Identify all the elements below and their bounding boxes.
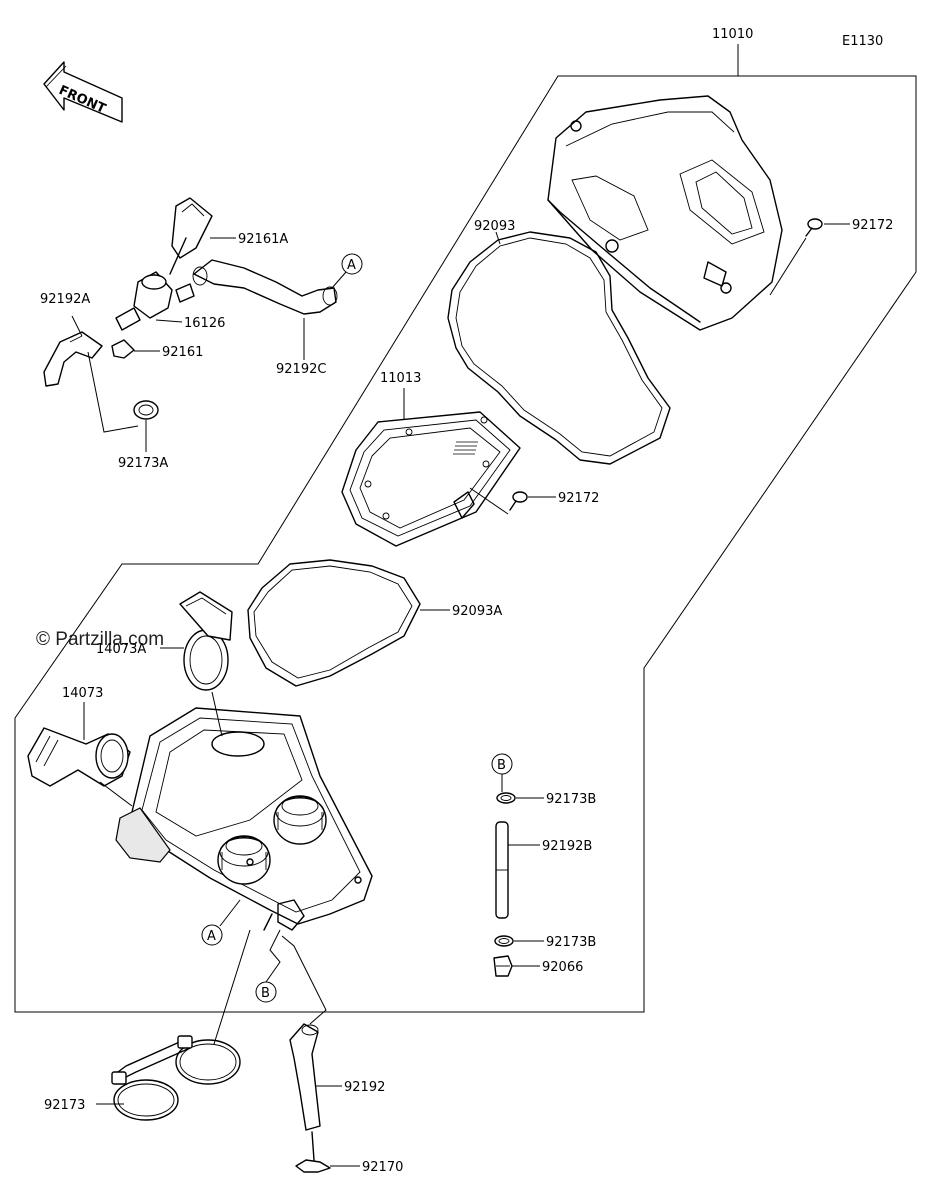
label-14073A: 14073A xyxy=(96,642,146,657)
label-92093A: 92093A xyxy=(452,604,502,619)
valve-16126 xyxy=(115,271,195,331)
watermark: © Partzilla.com xyxy=(36,629,164,650)
upper-case-11010 xyxy=(547,95,783,331)
svg-text:B: B xyxy=(261,986,270,1001)
screw-92172-top xyxy=(805,218,823,237)
gasket-92093 xyxy=(447,231,671,465)
hose-92192 xyxy=(289,1023,321,1131)
velocity-stack-rear xyxy=(273,795,327,845)
assembly-frame xyxy=(14,75,917,1013)
label-92093: 92093 xyxy=(474,219,515,234)
label-92173B-bottom: 92173B xyxy=(546,935,596,950)
cap-92161A xyxy=(169,197,213,275)
front-arrow-icon: FRONT xyxy=(43,61,123,123)
clamp-92173 xyxy=(111,1035,241,1121)
label-92192C: 92192C xyxy=(276,362,326,377)
clip-92170 xyxy=(295,1131,331,1173)
label-92192A: 92192A xyxy=(40,292,90,307)
label-92173: 92173 xyxy=(44,1098,85,1113)
hose-92192C xyxy=(192,259,338,315)
plug-92066 xyxy=(493,955,513,977)
marker-a-top xyxy=(341,253,363,275)
label-14073: 14073 xyxy=(62,686,103,701)
label-92192: 92192 xyxy=(344,1080,385,1095)
svg-text:A: A xyxy=(347,258,356,273)
duct-14073 xyxy=(27,727,131,787)
label-92066: 92066 xyxy=(542,960,583,975)
clamp-92173B-bottom xyxy=(494,935,514,947)
label-92170: 92170 xyxy=(362,1160,403,1175)
label-92161: 92161 xyxy=(162,345,203,360)
marker-a-bottom xyxy=(201,924,223,946)
svg-text:B: B xyxy=(497,758,506,773)
label-92173B-top: 92173B xyxy=(546,792,596,807)
screw-92172-mid xyxy=(509,491,528,511)
label-16126: 16126 xyxy=(184,316,225,331)
clamp-92173B-top xyxy=(496,792,516,804)
gasket-92093A xyxy=(247,559,421,687)
duct-14073A xyxy=(179,591,233,691)
diagram-code: E1130 xyxy=(842,34,883,49)
label-11010: 11010 xyxy=(712,27,753,42)
label-92192B: 92192B xyxy=(542,839,592,854)
lower-case xyxy=(115,707,373,931)
svg-text:A: A xyxy=(207,929,216,944)
hose-92192A xyxy=(43,331,103,387)
label-92172-mid: 92172 xyxy=(558,491,599,506)
label-92173A: 92173A xyxy=(118,456,168,471)
label-92161A: 92161A xyxy=(238,232,288,247)
cap-92161 xyxy=(111,339,135,359)
clamp-92173A xyxy=(133,400,159,420)
velocity-stack-front xyxy=(217,835,271,885)
hose-92192B xyxy=(495,821,509,919)
label-92172-top: 92172 xyxy=(852,218,893,233)
label-11013: 11013 xyxy=(380,371,421,386)
air-filter-11013 xyxy=(341,411,521,547)
